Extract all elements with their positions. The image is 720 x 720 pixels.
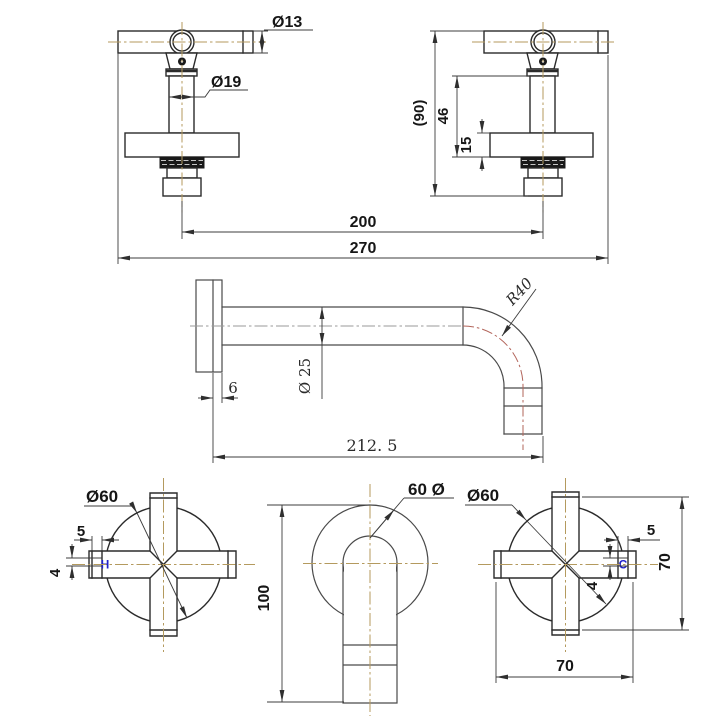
hot-handle-front-view: H Ø60 5 4 bbox=[47, 478, 255, 652]
dim-handle-diameter: Ø60 bbox=[467, 486, 499, 505]
cold-handle-dimensions: Ø60 5 4 70 70 bbox=[465, 486, 689, 683]
left-valve-body bbox=[117, 29, 254, 197]
dim-indicator-width: 5 bbox=[77, 523, 85, 540]
dim-spout-flange-diameter: 60 Ø bbox=[408, 480, 445, 499]
cold-handle-front-view: C Ø60 5 4 70 70 bbox=[465, 478, 689, 683]
dim-dia-handle-bar: Ø13 bbox=[272, 14, 302, 31]
spout-centerlines bbox=[190, 325, 524, 450]
dim-overall-width: 270 bbox=[350, 240, 377, 257]
spout-front-centerlines bbox=[303, 484, 438, 716]
dim-dia-valve-stem: Ø19 bbox=[211, 74, 241, 91]
dim-centres-spacing: 200 bbox=[350, 214, 377, 231]
valve-centerlines bbox=[108, 22, 616, 214]
spout-body bbox=[195, 279, 543, 435]
spout-front-dimensions: 100 60 Ø bbox=[256, 480, 454, 703]
spout-dimensions: 6 Ø 25 R40 212. 5 bbox=[198, 274, 544, 463]
dim-indicator-height: 4 bbox=[47, 568, 64, 577]
dim-indicator-width: 5 bbox=[647, 522, 655, 539]
spout-side-view: 6 Ø 25 R40 212. 5 bbox=[190, 274, 544, 463]
hot-handle-centerlines bbox=[72, 478, 255, 652]
dim-flange-thickness: 15 bbox=[458, 137, 475, 154]
dim-body-height: 46 bbox=[435, 108, 452, 125]
spout-front-view: 100 60 Ø bbox=[256, 480, 454, 716]
dim-handle-width: 70 bbox=[556, 658, 574, 675]
dim-indicator-height: 4 bbox=[584, 581, 601, 590]
top-view-dimensions: Ø13 Ø19 (90) 46 15 200 270 bbox=[117, 14, 609, 264]
dim-spout-reach: 212. 5 bbox=[347, 436, 398, 455]
top-view-valve-pair: Ø13 Ø19 (90) 46 15 200 270 bbox=[108, 14, 616, 264]
right-valve-body bbox=[483, 29, 609, 197]
dim-spout-diameter: Ø 25 bbox=[296, 358, 314, 394]
dim-handle-height: 70 bbox=[657, 553, 674, 571]
dim-flange-thickness: 6 bbox=[228, 379, 238, 397]
dim-spout-front-height: 100 bbox=[256, 585, 273, 612]
dim-handle-diameter: Ø60 bbox=[86, 487, 118, 506]
dim-bend-radius: R40 bbox=[502, 274, 537, 310]
dim-overall-height: (90) bbox=[411, 100, 428, 127]
hot-handle-dimensions: Ø60 5 4 bbox=[47, 487, 188, 619]
